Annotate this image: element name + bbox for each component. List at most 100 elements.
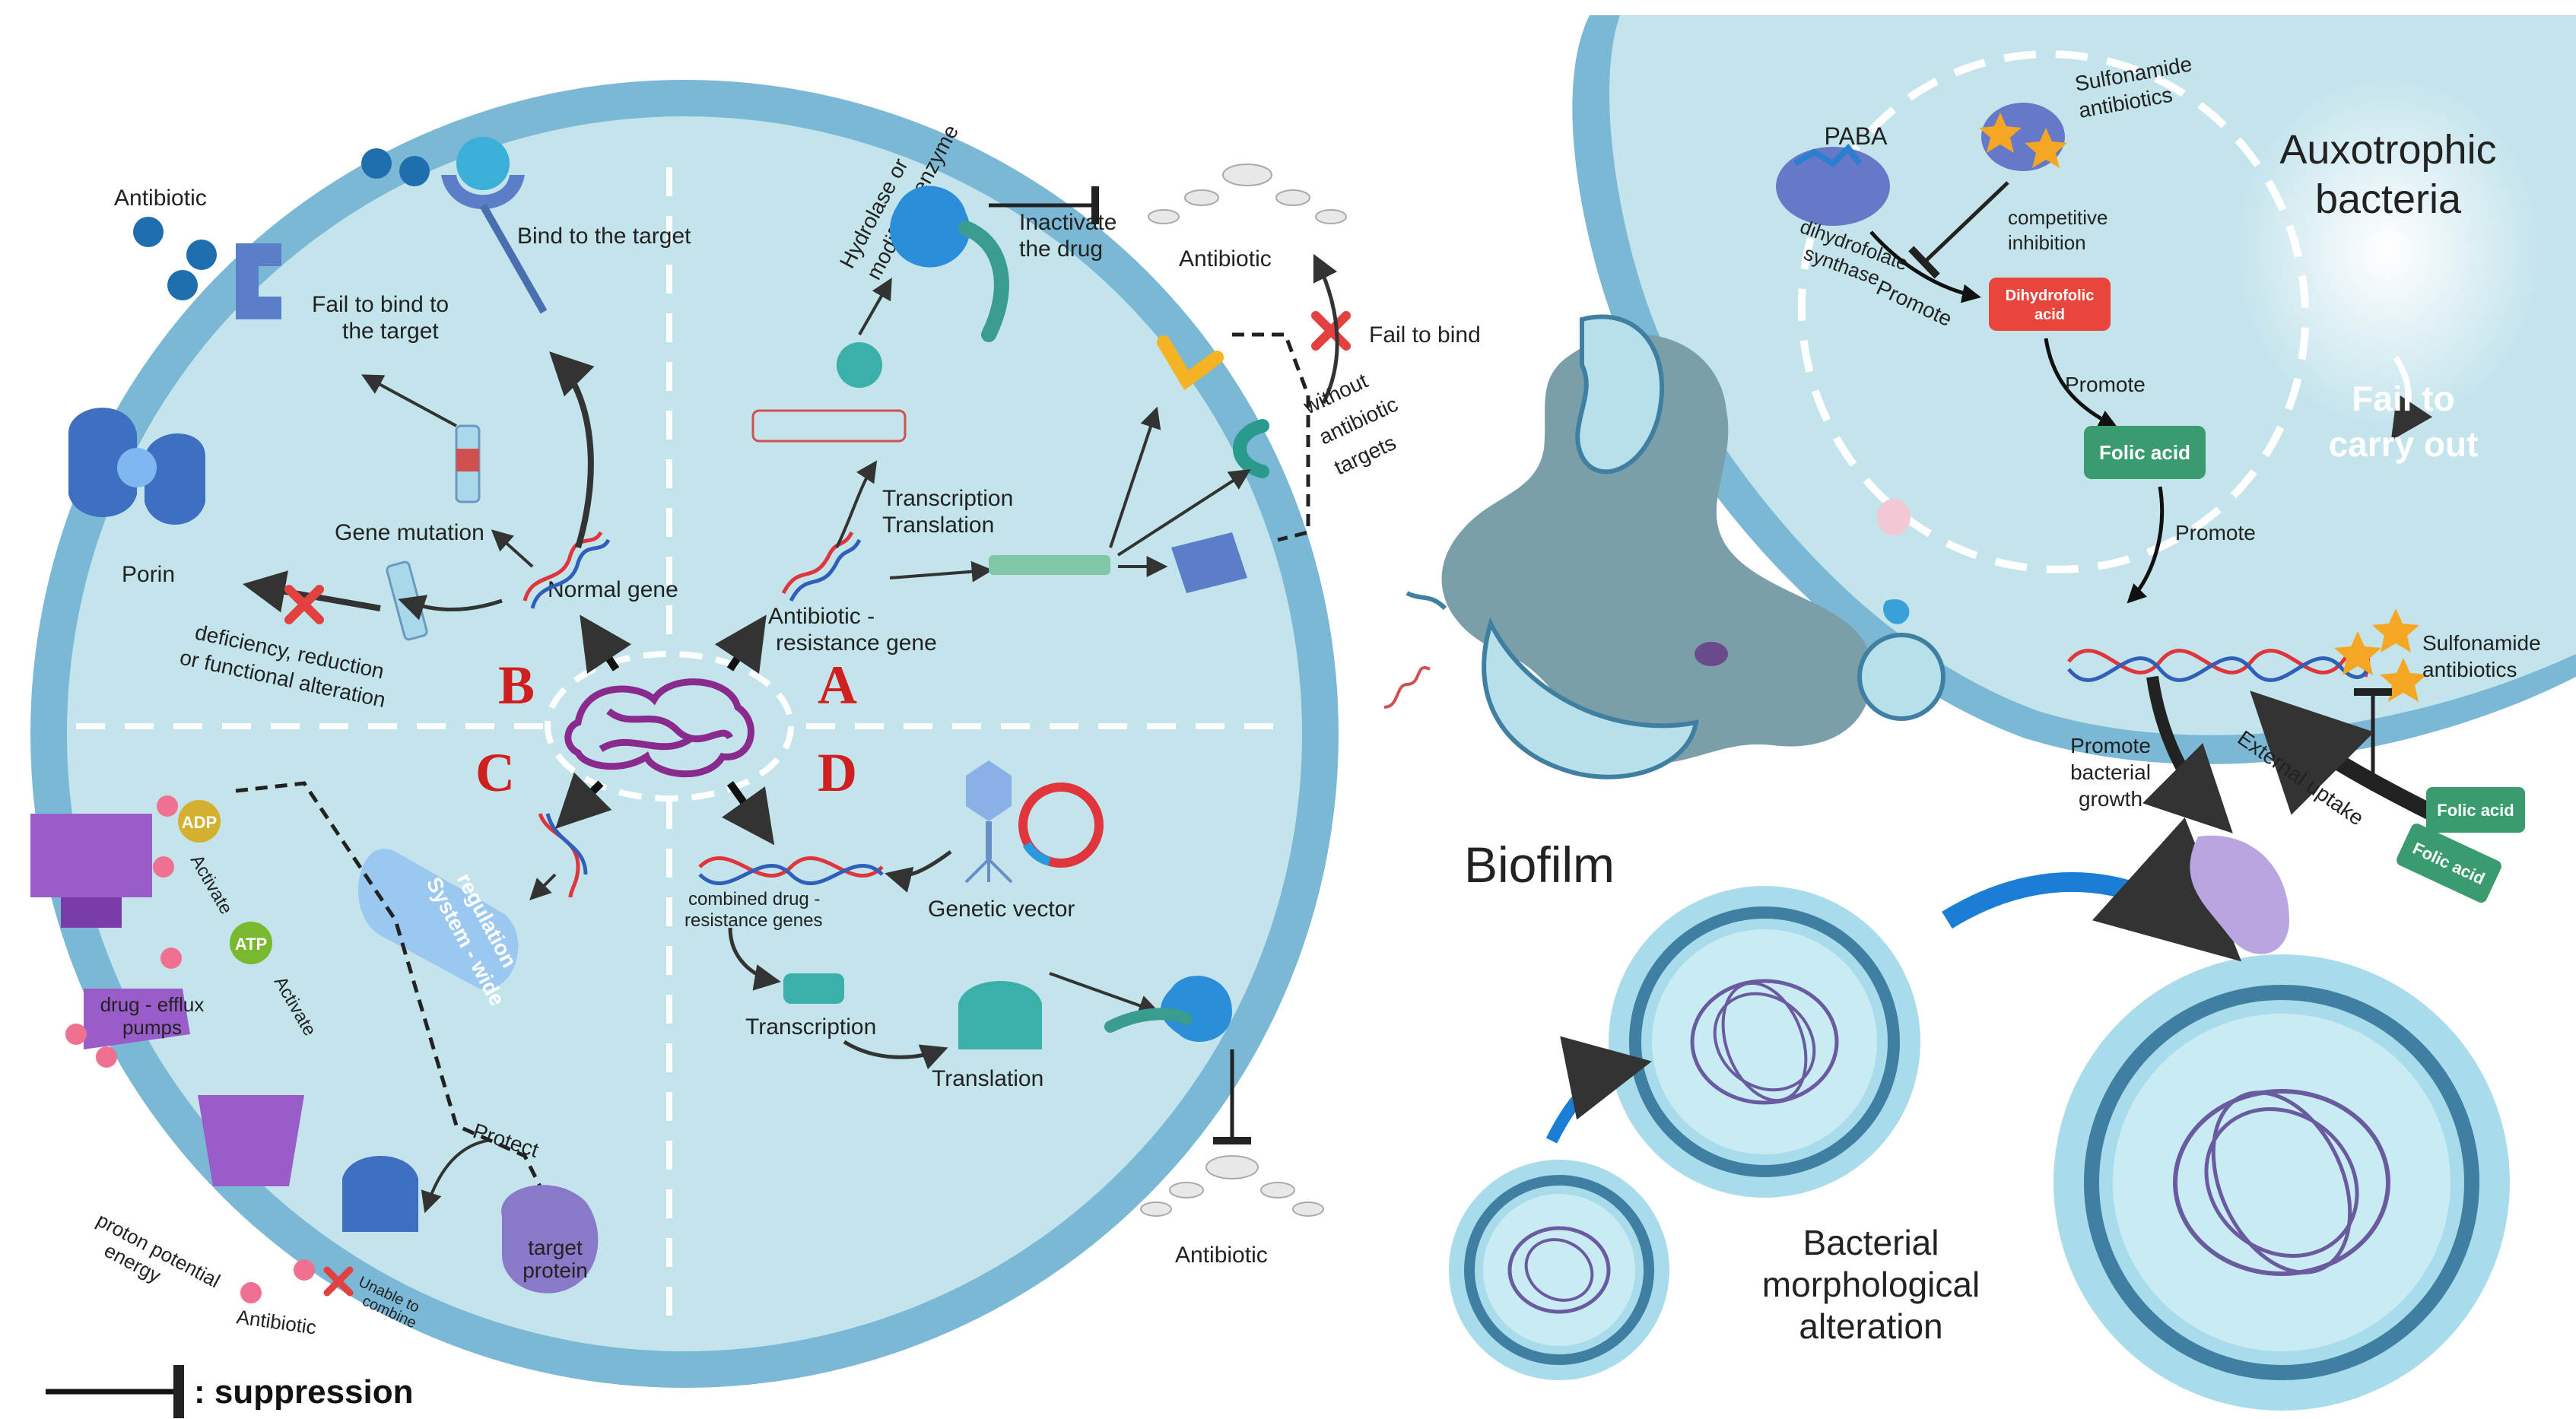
protected-target xyxy=(342,1156,418,1232)
morphology-label-1: Bacterial xyxy=(1803,1223,1939,1262)
genetic-vector-label: Genetic vector xyxy=(928,897,1075,922)
external-uptake-arrow xyxy=(2250,690,2438,821)
gene-mutation-label: Gene mutation xyxy=(335,520,484,545)
red-x-porin xyxy=(284,585,324,624)
target-protein-1: target xyxy=(528,1236,583,1259)
quadrant-a: Hydrolase or modifying enzyme Inactivate… xyxy=(714,121,1481,675)
normal-gene-dna-1 xyxy=(523,531,603,602)
fail-carry-out-2: carry out xyxy=(2329,424,2479,464)
quadrant-letter-a: A xyxy=(818,655,857,716)
arrow-to-transcription-d xyxy=(728,927,781,991)
morphology-label-3: alteration xyxy=(1799,1306,1942,1346)
bacterium-large xyxy=(2053,954,2510,1411)
arrow-to-target-c xyxy=(1116,468,1251,557)
normal-gene-dna-2 xyxy=(530,538,611,609)
resistance-gene-1: Antibiotic - xyxy=(768,604,875,629)
biofilm-flagellum xyxy=(1406,591,1447,611)
resistance-gene-2: resistance gene xyxy=(776,630,937,656)
arrow-to-porin-change xyxy=(398,595,503,621)
efflux-label-2: pumps xyxy=(122,1016,182,1039)
protect-arrow xyxy=(421,1139,488,1214)
promote-growth-1: Promote xyxy=(2070,734,2151,757)
dihydrofolic-label-1: Dihydrofolic xyxy=(2006,287,2095,304)
antibiotic-label-b: Antibiotic xyxy=(114,186,207,211)
biofilm-particle xyxy=(1695,642,1728,666)
arrow-plasmid-to-c xyxy=(555,772,612,829)
antibiotic-pills-a xyxy=(1148,163,1347,224)
mrna-strip xyxy=(989,555,1110,575)
modifying-enzyme xyxy=(890,186,970,268)
arrow-to-protein-d xyxy=(1049,972,1161,1016)
phage-head xyxy=(966,760,1012,821)
antibiotic-molecule xyxy=(399,156,430,186)
antibiotic-molecule xyxy=(133,217,164,247)
phage-legs xyxy=(964,858,1013,884)
efflux-label-1: drug - efflux xyxy=(100,993,205,1016)
antibiotic-pills-d xyxy=(1140,1155,1324,1217)
transcription-label-d: Transcription xyxy=(745,1014,876,1040)
folic-acid-box-2 xyxy=(2426,787,2525,833)
fail-bind-target-1: Fail to bind to xyxy=(312,292,449,317)
growing-bacterium xyxy=(2190,835,2289,954)
quadrant-letter-c: C xyxy=(475,742,515,803)
competitive-inhibition-line xyxy=(1908,181,2009,279)
growth-arrow-large xyxy=(1942,817,2242,962)
efflux-pump-bottom xyxy=(198,1095,304,1186)
target-protein-shape xyxy=(501,1185,599,1294)
transcription-translation-1: Transcription xyxy=(882,486,1013,511)
dihydrofolate-synthase-enzyme xyxy=(1776,147,1890,226)
translation-label-d: Translation xyxy=(932,1066,1043,1091)
auxotrophic-glow xyxy=(2236,76,2540,426)
paba-chain xyxy=(1793,143,1863,168)
promote-growth-2: bacterial xyxy=(2070,760,2151,784)
atp-molecule xyxy=(230,922,272,964)
folic-acid-box-2-label: Folic acid xyxy=(2437,801,2514,820)
modified-target-c xyxy=(1233,419,1269,478)
modified-target-box xyxy=(1171,532,1247,593)
folic-acid-box-3 xyxy=(2397,823,2501,903)
metabolic-pathway-boundary xyxy=(1797,50,2310,573)
sulfonamide-star-1 xyxy=(2334,631,2381,675)
arrow-to-regulation xyxy=(529,873,557,900)
sulfonamide-star-top-1 xyxy=(1979,113,2022,153)
target-protein-2: protein xyxy=(523,1259,588,1282)
translation-ribosome-d xyxy=(958,981,1042,1049)
arrow-to-bind-target xyxy=(549,351,595,549)
fail-carry-out-1: Fail to xyxy=(2352,379,2454,418)
arrow-to-transcription-a xyxy=(835,460,878,548)
combined-genes-1: combined drug - xyxy=(688,889,820,909)
combined-genes-2: resistance genes xyxy=(684,910,822,931)
regulation-dna-1 xyxy=(538,813,580,898)
arrow-plasmid-to-a xyxy=(714,614,767,675)
antibiotic-label-d: Antibiotic xyxy=(1175,1243,1268,1268)
antibiotic-molecule xyxy=(167,270,198,300)
ribosome-complex xyxy=(751,409,907,443)
quadrant-letter-b: B xyxy=(498,655,535,716)
bound-antibiotic xyxy=(456,137,510,190)
arrow-to-enzyme xyxy=(858,278,892,335)
resistance-cell: B A C D Antibiotic Bind to the target Fa… xyxy=(30,80,1481,1388)
normal-gene-label: Normal gene xyxy=(548,577,678,602)
biofilm-particle-blue xyxy=(1883,598,1910,624)
competitive-label-1: competitive xyxy=(2008,206,2108,229)
bacterium-small xyxy=(1449,1160,1669,1380)
biofilm-flagellum-red xyxy=(1383,666,1431,709)
antibiotic-molecule xyxy=(186,240,217,270)
efflux-molecules xyxy=(65,795,315,1303)
resistance-gene-dna-2 xyxy=(789,538,862,602)
arrow-to-antibiotic-a xyxy=(1313,253,1339,405)
auxotrophic-title-2: bacteria xyxy=(2315,176,2462,222)
arrow-to-translation-d xyxy=(843,1040,948,1070)
resistance-protein-d-tail xyxy=(1104,1008,1193,1033)
bind-target-label: Bind to the target xyxy=(517,224,691,249)
target-stalk xyxy=(479,203,548,314)
sulfonamide-star-2 xyxy=(2372,608,2419,652)
red-x-fail-bind xyxy=(1311,311,1351,351)
adp-label: ADP xyxy=(182,813,217,832)
mutated-target xyxy=(236,243,281,319)
gene-mutation-mark xyxy=(456,449,479,471)
promote-label-2: Promote xyxy=(2065,373,2146,396)
combined-gene-dna-1 xyxy=(698,856,884,878)
biofilm-cell-top xyxy=(1575,314,1665,475)
